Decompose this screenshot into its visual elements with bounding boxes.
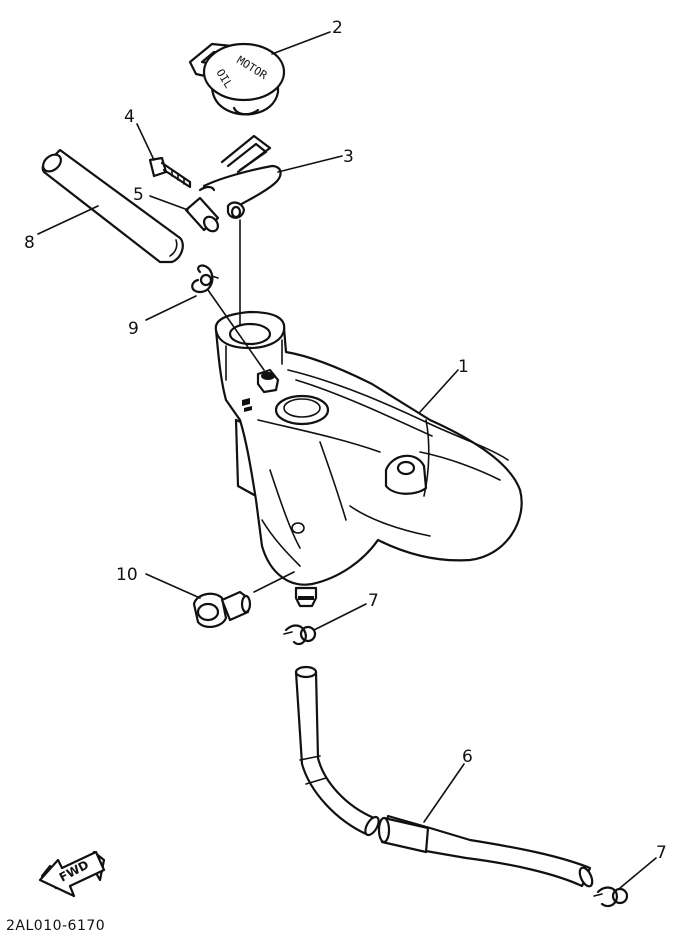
callout-9: 9: [128, 319, 139, 339]
hose-clip-part-7-upper: [283, 624, 317, 646]
drain-bolt-part: [192, 590, 252, 628]
hose-clip-part-9: [191, 264, 219, 294]
callout-7-lower: 7: [656, 843, 667, 863]
callout-1: 1: [458, 357, 469, 377]
callout-2: 2: [332, 18, 343, 38]
hose-clip-part-7-lower: [593, 886, 629, 908]
callout-6: 6: [462, 747, 473, 767]
oil-cap-part: MOTOR OIL: [188, 42, 286, 116]
oil-tank-part: [214, 310, 523, 608]
forward-direction-arrow: FWD: [38, 850, 106, 898]
oil-hose-part: [294, 665, 594, 888]
document-code: 2AL010-6170: [6, 918, 105, 934]
callout-3: 3: [343, 147, 354, 167]
bolt-part: [148, 156, 192, 189]
collar-part: [184, 196, 220, 233]
wire-clip-part: [198, 134, 282, 219]
callout-4: 4: [124, 107, 135, 127]
assembly-guide-lines: [207, 219, 295, 593]
callout-numbers: 1 2 3 4 5 6 7 7 8 9 10: [24, 18, 667, 863]
callout-7-upper: 7: [368, 591, 379, 611]
callout-10: 10: [116, 565, 138, 585]
callout-leader-lines: [37, 31, 657, 889]
callout-5: 5: [133, 185, 144, 205]
breather-hose-part: [41, 148, 184, 264]
callout-8: 8: [24, 233, 35, 253]
